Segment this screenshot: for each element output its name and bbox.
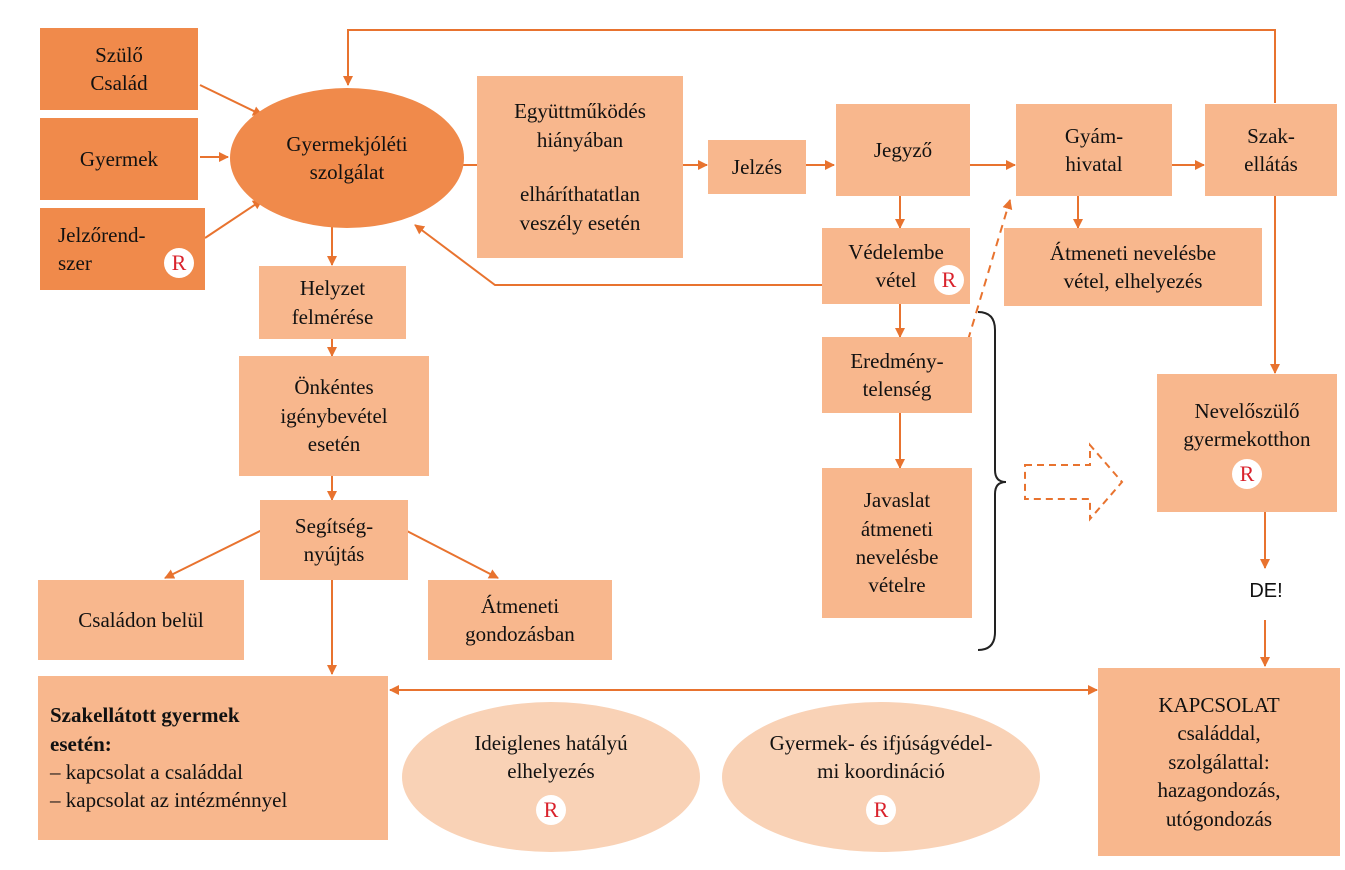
node-egyuttmukodes: Együttműködés hiányában elháríthatatlan …: [477, 76, 683, 258]
koordinacio-label: Gyermek- és ifjúságvédel- mi koordináció: [769, 730, 993, 783]
szakellatott-title: Szakellátott gyermek esetén:: [50, 703, 240, 756]
r-badge-icon: R: [1232, 459, 1262, 490]
r-badge-icon: R: [934, 265, 964, 295]
ideiglenes-label: Ideiglenes hatályú elhelyezés: [474, 730, 628, 783]
node-jelzorendszer: Jelzőrend- szer R: [40, 208, 205, 290]
arrow-segitseg-to-csaladon: [164, 529, 263, 579]
node-eredmenytelenseg: Eredmény- telenség: [822, 337, 972, 413]
node-jelzes: Jelzés: [708, 140, 806, 194]
vedelembe-label: Védelembe vétel: [848, 239, 944, 292]
node-kapcsolat: KAPCSOLAT családdal, szolgálattal: hazag…: [1098, 668, 1340, 856]
node-csaladon-belul: Családon belül: [38, 580, 244, 660]
r-badge-icon: R: [536, 795, 566, 826]
arrow-vedelembe-to-gyjsz: [414, 224, 822, 286]
node-nevelo-szulo: Nevelőszülő gyermekotthon R: [1157, 374, 1337, 512]
node-gyermekjoleti-szolgalat: Gyermekjóléti szolgálat: [230, 88, 464, 228]
nevelo-label: Nevelőszülő gyermekotthon: [1183, 398, 1311, 451]
arrow-szakellatas-loop: [343, 29, 1276, 103]
arrow-szulo-to-gyjsz: [199, 84, 263, 116]
arrow-jelzo-to-gyjsz: [204, 199, 263, 239]
arrow-segitseg-to-atm-gondozas: [404, 529, 499, 579]
node-gyermek-ifjusagvedelmi: Gyermek- és ifjúságvédel- mi koordináció…: [722, 702, 1040, 852]
node-jegyzo: Jegyző: [836, 104, 970, 196]
node-onkentes-igenybevetel: Önkéntes igénybevétel esetén: [239, 356, 429, 476]
node-szulo-csalad: Szülő Család: [40, 28, 198, 110]
dashed-hollow-arrow: [1024, 442, 1124, 522]
kapcsolat-title: KAPCSOLAT: [1158, 693, 1280, 718]
node-atmeneti-gondozasban: Átmeneti gondozásban: [428, 580, 612, 660]
node-javaslat: Javaslat átmeneti nevelésbe vételre: [822, 468, 972, 618]
szakellatott-line-1: – kapcsolat a családdal: [50, 760, 243, 784]
node-ideiglenes-hatalyu: Ideiglenes hatályú elhelyezés R: [402, 702, 700, 852]
node-szakellatott-gyermek: Szakellátott gyermek esetén: – kapcsolat…: [38, 676, 388, 840]
node-atmeneti-nevelesbe: Átmeneti nevelésbe vétel, elhelyezés: [1004, 228, 1262, 306]
dashed-arrow-eredmeny-to-gyam: [967, 199, 1013, 341]
node-szakellatas: Szak- ellátás: [1205, 104, 1337, 196]
r-badge-icon: R: [866, 795, 896, 826]
label-de: DE!: [1249, 580, 1283, 602]
node-segitsegnyujtas: Segítség- nyújtás: [260, 500, 408, 580]
szakellatott-line-2: – kapcsolat az intézménnyel: [50, 788, 288, 813]
node-helyzet-felmerese: Helyzet felmérése: [259, 266, 406, 339]
egyuttmukodes-label-2: elháríthatatlan veszély esetén: [519, 182, 641, 235]
node-vedelembe-vetel: Védelembe vétel R: [822, 228, 970, 304]
kapcsolat-body: családdal, szolgálattal: hazagondozás, u…: [1157, 721, 1281, 831]
node-gyermek: Gyermek: [40, 118, 198, 200]
curly-brace: [977, 311, 1007, 651]
r-badge-icon: R: [164, 248, 194, 278]
jelzorendszer-label: Jelzőrend- szer: [58, 222, 146, 275]
egyuttmukodes-label-1: Együttműködés hiányában: [514, 99, 646, 152]
node-gyamhivatal: Gyám- hivatal: [1016, 104, 1172, 196]
